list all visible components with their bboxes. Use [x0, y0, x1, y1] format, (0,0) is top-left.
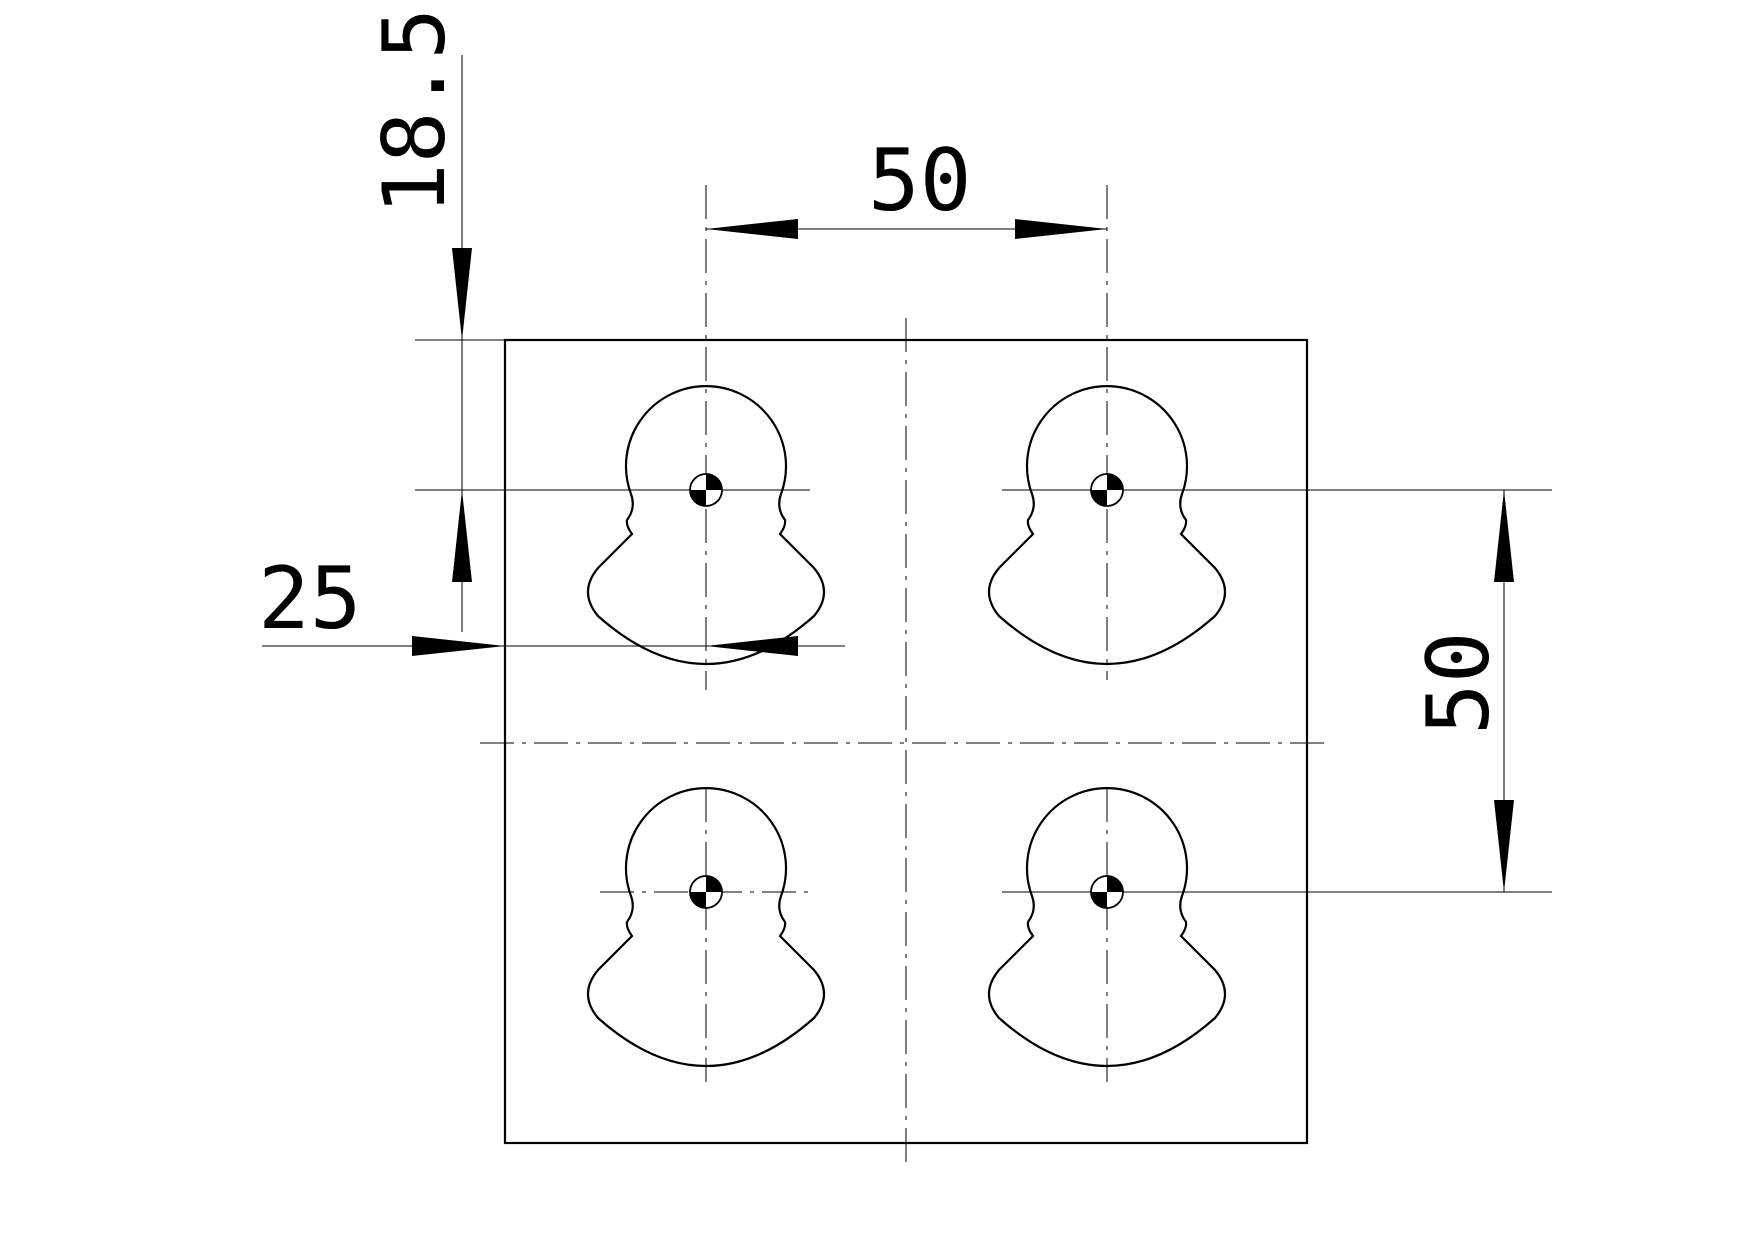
dimension-label-hole-pitch-x: 50: [868, 131, 972, 231]
dimension-label-hole-pitch-y: 50: [1409, 631, 1509, 735]
arrowhead-icon: [1494, 490, 1514, 582]
dimension-edge-offset: 25: [258, 549, 845, 656]
arrowhead-icon: [706, 219, 798, 239]
center-mark-icon-4: [1090, 875, 1124, 909]
arrowhead-icon: [452, 490, 472, 582]
dimension-label-top-offset: 18.5: [365, 8, 465, 215]
dimension-label-edge-offset: 25: [258, 549, 362, 649]
dimension-hole-pitch-y: 50: [1409, 490, 1514, 892]
arrowhead-icon: [452, 248, 472, 340]
dimension-hole-pitch-x: 50: [706, 131, 1107, 239]
arrowhead-icon: [1494, 800, 1514, 892]
arrowhead-icon: [412, 636, 505, 656]
center-mark-icon-2: [1090, 473, 1124, 507]
dimension-top-offset: 18.5: [365, 8, 505, 632]
arrowhead-icon: [706, 636, 798, 656]
arrowhead-icon: [1015, 219, 1107, 239]
center-mark-icon-3: [689, 875, 723, 909]
center-mark-icon-1: [689, 473, 723, 507]
